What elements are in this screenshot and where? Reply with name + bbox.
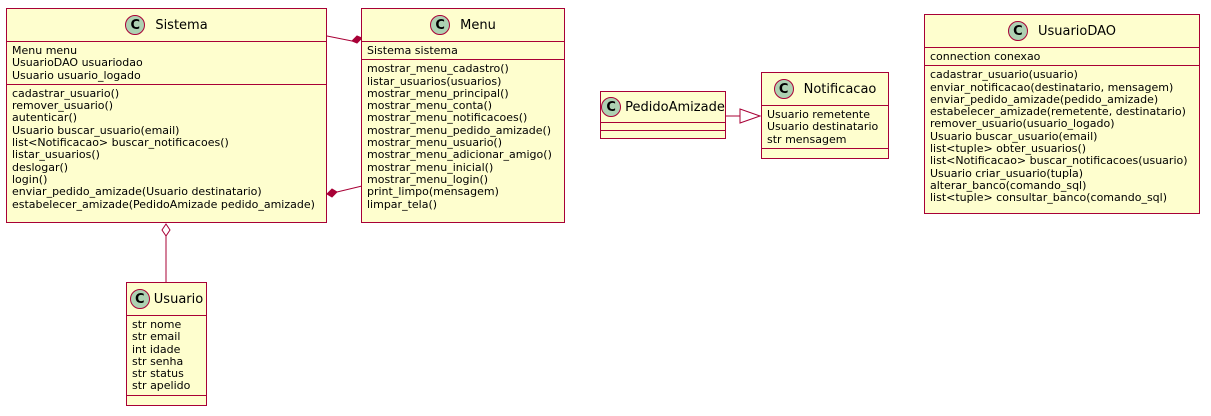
class-method: mostrar_menu_pedido_amizade() <box>367 123 552 137</box>
attributes-section: Sistema sistema <box>362 42 564 61</box>
class-method: deslogar() <box>12 160 69 174</box>
methods-section <box>127 396 206 405</box>
class-method: list<Notificacao> buscar_notificacoes() <box>12 136 229 150</box>
class-attribute: Usuario destinatario <box>767 120 879 134</box>
class-method: limpar_tela() <box>367 197 438 211</box>
class-method: mostrar_menu_usuario() <box>367 136 503 150</box>
class-method: listar_usuarios(usuarios) <box>367 74 502 88</box>
composition-line-top <box>326 35 353 42</box>
class-name: PedidoAmizade <box>625 99 725 115</box>
class-method: Usuario buscar_usuario(email) <box>930 129 1098 143</box>
class-badge-icon: C <box>430 15 451 35</box>
class-attribute: Menu menu <box>12 44 78 57</box>
class-badge-icon: C <box>773 79 794 99</box>
class-attribute: Usuario remetente <box>767 108 870 121</box>
class-name: Sistema <box>155 17 208 33</box>
methods-section: cadastrar_usuario()remover_usuario()aute… <box>7 85 326 213</box>
class-method: mostrar_menu_inicial() <box>367 160 494 174</box>
class-attribute: Usuario usuario_logado <box>12 68 141 82</box>
class-method: cadastrar_usuario() <box>12 86 120 100</box>
methods-section: mostrar_menu_cadastro()listar_usuarios(u… <box>362 60 564 213</box>
class-attribute: str senha <box>132 354 184 368</box>
class-header: C Sistema <box>7 9 326 42</box>
class-name: Notificacao <box>803 81 877 97</box>
class-header: C Usuario <box>127 283 206 316</box>
class-method: enviar_pedido_amizade(pedido_amizade) <box>930 92 1159 106</box>
class-method: autenticar() <box>12 111 78 125</box>
class-header: C UsuarioDAO <box>925 15 1199 48</box>
class-method: remover_usuario() <box>12 99 114 113</box>
class-attribute: Sistema sistema <box>367 44 458 57</box>
class-method: Usuario buscar_usuario(email) <box>12 123 180 137</box>
class-method: login() <box>12 172 48 186</box>
class-header: C Menu <box>362 9 564 42</box>
composition-line-bottom <box>336 185 363 193</box>
class-method: enviar_pedido_amizade(Usuario destinatar… <box>12 185 262 199</box>
class-method: enviar_notificacao(destinatario, mensage… <box>930 80 1174 94</box>
class-attribute: str nome <box>132 318 182 331</box>
class-attribute: connection conexao <box>930 50 1041 63</box>
class-method: estabelecer_amizade(remetente, destinata… <box>930 105 1186 119</box>
class-name: Usuario <box>153 291 204 307</box>
class-method: print_limpo(mensagem) <box>367 185 499 199</box>
class-method: Usuario criar_usuario(tupla) <box>930 166 1084 180</box>
class-attribute: UsuarioDAO usuariodao <box>12 56 143 70</box>
class-badge-icon: C <box>125 15 146 35</box>
aggregation-diamond <box>161 223 171 237</box>
class-method: mostrar_menu_adicionar_amigo() <box>367 148 552 162</box>
class-method: mostrar_menu_principal() <box>367 86 509 100</box>
class-method: mostrar_menu_conta() <box>367 99 493 113</box>
class-attribute: str email <box>132 330 181 344</box>
class-header: C Notificacao <box>762 73 888 106</box>
attributes-section: connection conexao <box>925 48 1199 67</box>
class-method: mostrar_menu_cadastro() <box>367 62 509 76</box>
class-method: cadastrar_usuario(usuario) <box>930 68 1078 82</box>
class-method: remover_usuario(usuario_logado) <box>930 117 1115 131</box>
class-method: list<tuple> obter_usuarios() <box>930 142 1087 156</box>
class-method: mostrar_menu_login() <box>367 172 489 186</box>
class-name: Menu <box>460 17 496 33</box>
class-attribute: int idade <box>132 342 181 356</box>
class-menu[interactable]: C Menu Sistema sistema mostrar_menu_cada… <box>361 8 565 223</box>
class-attribute: str apelido <box>132 379 191 393</box>
methods-section <box>601 131 725 138</box>
class-method: estabelecer_amizade(PedidoAmizade pedido… <box>12 197 315 211</box>
inheritance-arrow <box>739 108 762 124</box>
composition-diamond-sistema <box>326 188 338 198</box>
class-usuario-dao[interactable]: C UsuarioDAO connection conexao cadastra… <box>924 14 1200 214</box>
class-badge-icon: C <box>129 289 150 309</box>
class-method: alterar_banco(comando_sql) <box>930 178 1087 192</box>
methods-section <box>762 149 888 158</box>
class-attribute: str mensagem <box>767 132 847 146</box>
class-name: UsuarioDAO <box>1037 23 1117 39</box>
class-method: listar_usuarios() <box>12 148 100 162</box>
methods-section: cadastrar_usuario(usuario)enviar_notific… <box>925 66 1199 206</box>
class-attribute: str status <box>132 367 184 381</box>
class-header: C PedidoAmizade <box>601 92 725 123</box>
class-badge-icon: C <box>1007 21 1028 41</box>
class-method: list<tuple> consultar_banco(comando_sql) <box>930 191 1168 205</box>
class-method: list<Notificacao> buscar_notificacoes(us… <box>930 154 1188 168</box>
class-badge-icon: C <box>601 97 622 117</box>
attributes-section <box>601 123 725 131</box>
class-pedido-amizade[interactable]: C PedidoAmizade <box>600 91 726 139</box>
class-method: mostrar_menu_notificacoes() <box>367 111 528 125</box>
